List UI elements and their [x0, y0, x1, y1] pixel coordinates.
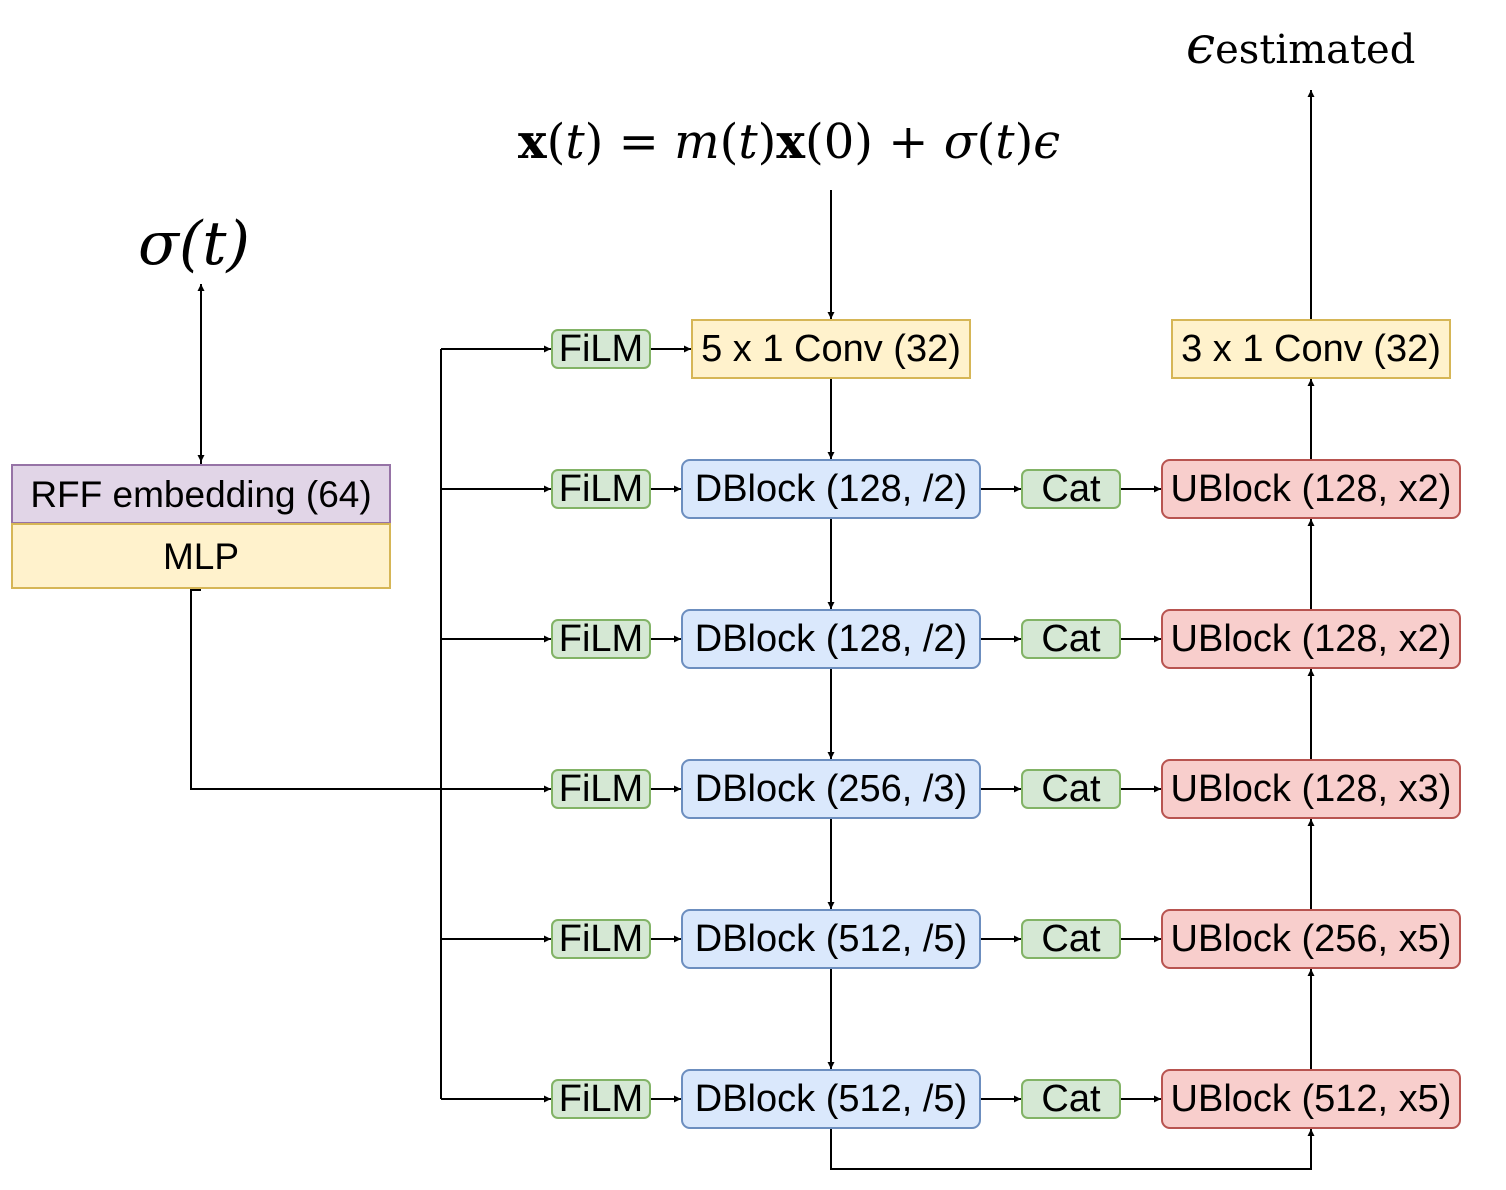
rff-embedding-block: RFF embedding (64) [11, 464, 391, 524]
ublock-5: UBlock (512, x5) [1161, 1069, 1461, 1129]
film-block-5: FiLM [551, 919, 651, 959]
dblock-3: DBlock (256, /3) [681, 759, 981, 819]
cat-block-2: Cat [1021, 619, 1121, 659]
dblock-2: DBlock (128, /2) [681, 609, 981, 669]
output-conv-block: 3 x 1 Conv (32) [1171, 319, 1451, 379]
cat-block-1: Cat [1021, 469, 1121, 509]
film-block-4: FiLM [551, 769, 651, 809]
dblock-1: DBlock (128, /2) [681, 459, 981, 519]
dblock-5: DBlock (512, /5) [681, 1069, 981, 1129]
ublock-3: UBlock (128, x3) [1161, 759, 1461, 819]
dblock-4: DBlock (512, /5) [681, 909, 981, 969]
bottleneck-wire [830, 1129, 1315, 1170]
film-block-3: FiLM [551, 619, 651, 659]
mlp-block: MLP [11, 523, 391, 589]
ublock-1: UBlock (128, x2) [1161, 459, 1461, 519]
cat-block-3: Cat [1021, 769, 1121, 809]
ublock-4: UBlock (256, x5) [1161, 909, 1461, 969]
ublock-2: UBlock (128, x2) [1161, 609, 1461, 669]
cat-block-4: Cat [1021, 919, 1121, 959]
film-block-6: FiLM [551, 1079, 651, 1119]
film-block-2: FiLM [551, 469, 651, 509]
mlp-to-bus-wire [190, 589, 441, 790]
cat-block-5: Cat [1021, 1079, 1121, 1119]
input-conv-block: 5 x 1 Conv (32) [691, 319, 971, 379]
sigma-label: σ(t) [138, 209, 250, 279]
film-block-1: FiLM [551, 329, 651, 369]
output-label: ϵestimated [1186, 16, 1416, 76]
input-equation: x(t) = m(t)x(0) + σ(t)ϵ [518, 114, 1061, 170]
